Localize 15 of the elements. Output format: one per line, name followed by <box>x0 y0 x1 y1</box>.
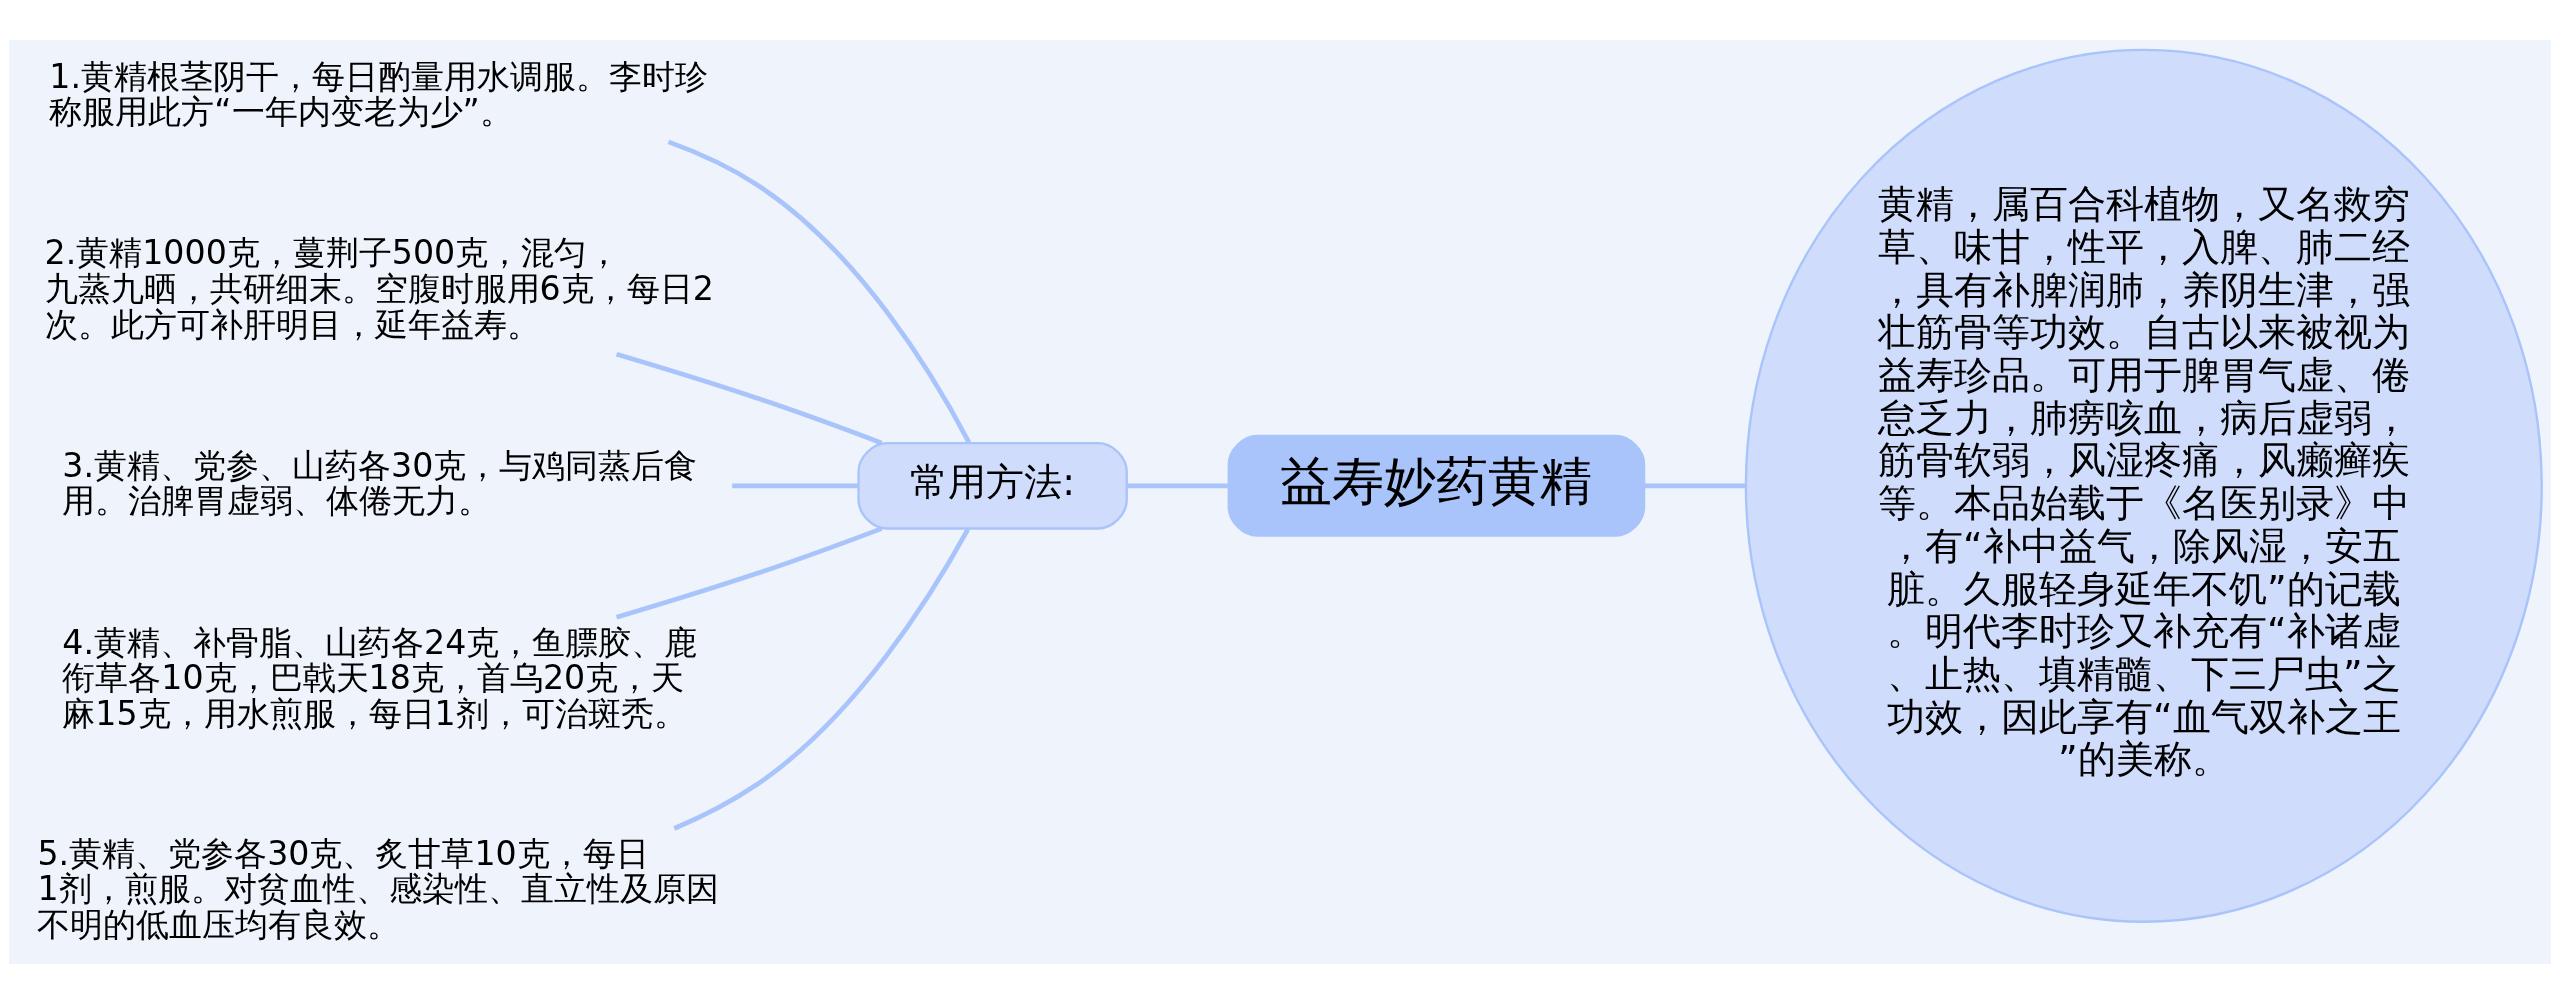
connector <box>732 482 859 488</box>
node-circle: 黄精，属百合科植物，又名救穷草、味甘，性平，入脾、肺二经，具有补脾润肺，养阴生津，强壮筋骨等功效。自古以来被视为益寿珍品。可用于脾胃气虚、倦怠乏力，肺痨咳血，病后虚弱，筋骨软弱，风湿疼痛，风癞癣疾等。本品始载于《名医别录》中，有“补中益气，除风湿，安五脏。久服轻身延年不饥”的记载。明代李时珍又补充有“补诸虚、止热、填精髓、下三尸虫”之功效，因此享有“血气双补之王”的美称。 <box>1744 48 2543 923</box>
node-text: 1.黄精根茎阴干，每日酌量用水调服。李时珍称服用此方“一年内变老为少”。 <box>49 56 708 131</box>
connector <box>1644 482 1746 488</box>
node-text: 5.黄精、党参各30克、炙甘草10克，每日1剂，煎服。对贫血性、感染性、直立性及原因不明的低血压均有良效。 <box>37 833 719 944</box>
connector <box>667 139 972 443</box>
node-text: 2.黄精1000克，蔓荆子500克，混匀，九蒸九晒，共研细末。空腹时服用6克，每日2次。此方可补肝明目，延年益寿。 <box>44 232 714 344</box>
node-box: 常用方法: <box>857 441 1128 530</box>
connector <box>1126 482 1229 488</box>
connector <box>615 351 883 445</box>
node-text: 3.黄精、党参、山药各30克，与鸡同蒸后食用。治脾胃虚弱、体倦无力。 <box>62 445 698 520</box>
connector <box>673 527 970 831</box>
connector <box>615 525 883 620</box>
node-box: 益寿妙药黄精 <box>1227 434 1646 537</box>
node-text: 4.黄精、补骨脂、山药各24克，鱼膘胶、鹿衔草各10克，巴戟天18克，首乌20克，天麻15克，用水煎服，每日1剂，可治斑秃。 <box>62 622 698 733</box>
